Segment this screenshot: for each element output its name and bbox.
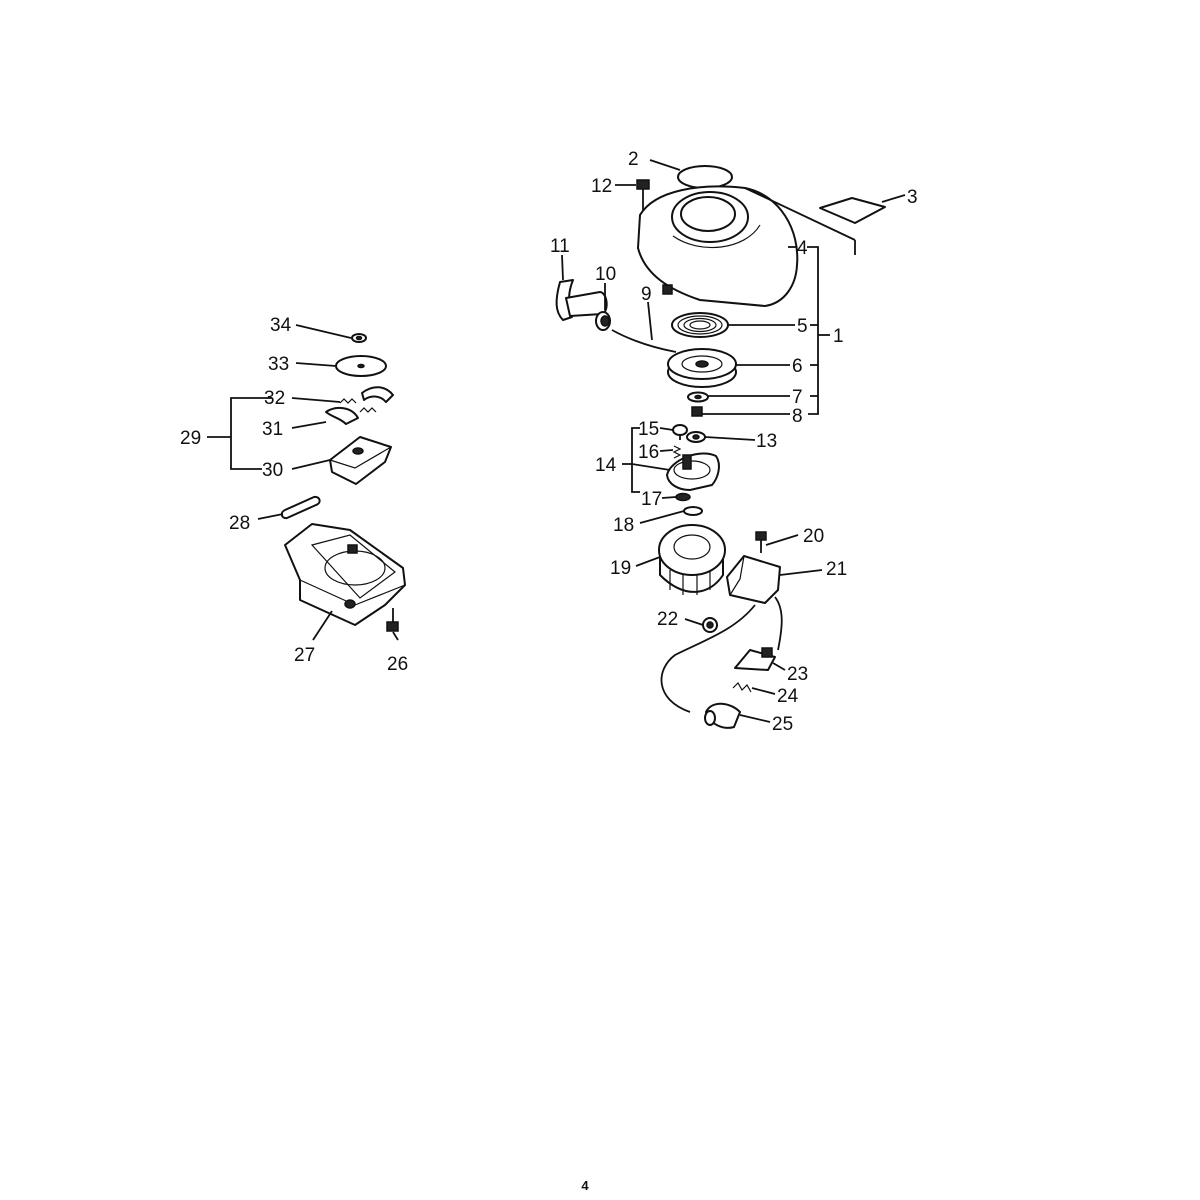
part-2-cap — [677, 165, 733, 189]
callout-labels: 1 2 3 4 5 6 7 8 9 10 11 12 13 14 15 16 1… — [180, 149, 918, 735]
part-20-bolt — [755, 531, 767, 553]
part-5-recoil-spring — [671, 312, 729, 338]
part-3-decal — [819, 197, 886, 224]
part-8-screw — [691, 406, 703, 417]
label-5: 5 — [797, 316, 808, 337]
part-12-bolt — [636, 179, 650, 210]
label-6: 6 — [792, 356, 803, 377]
part-7-washer — [687, 391, 709, 403]
label-26: 26 — [387, 654, 408, 675]
label-22: 22 — [657, 609, 678, 630]
part-24-spring — [732, 682, 752, 693]
part-6-pulley — [667, 348, 737, 388]
label-27: 27 — [294, 645, 315, 666]
part-10-grommet — [595, 311, 611, 331]
label-7: 7 — [792, 387, 803, 408]
label-23: 23 — [787, 664, 808, 685]
part-21-ignition-coil — [726, 555, 783, 651]
part-28-gasket — [280, 495, 321, 520]
part-22-nut — [702, 617, 718, 633]
label-12: 12 — [591, 176, 612, 197]
part-4-starter-cover — [637, 185, 856, 307]
label-29: 29 — [180, 428, 201, 449]
part-13-nut — [686, 431, 706, 443]
label-18: 18 — [613, 515, 634, 536]
label-20: 20 — [803, 526, 824, 547]
label-21: 21 — [826, 559, 847, 580]
label-19: 19 — [610, 558, 631, 579]
part-30-clutch-boss — [329, 436, 392, 485]
part-31-clutch-shoe — [325, 386, 394, 425]
part-27-clutch-case — [284, 523, 406, 626]
label-33: 33 — [268, 354, 289, 375]
part-9-starter-rope — [611, 329, 677, 353]
part-17-washer — [675, 492, 691, 502]
label-11: 11 — [550, 236, 570, 257]
label-28: 28 — [229, 513, 250, 534]
label-24: 24 — [777, 686, 799, 707]
label-16: 16 — [638, 442, 659, 463]
label-14: 14 — [595, 455, 617, 476]
ignition-lead-wire — [660, 604, 756, 713]
label-17: 17 — [641, 489, 662, 510]
part-16-spring — [672, 445, 682, 459]
part-15-pawl — [672, 424, 688, 440]
part-25-plug-cap — [704, 702, 741, 729]
label-31: 31 — [262, 419, 283, 440]
leader-lines — [207, 159, 906, 723]
part-14-starter-pulley — [666, 452, 720, 491]
label-8: 8 — [792, 406, 803, 427]
label-13: 13 — [756, 431, 777, 452]
label-1: 1 — [833, 326, 844, 347]
part-26-screw — [386, 608, 399, 632]
part-23-spark-plug — [734, 647, 776, 671]
part-18-washer — [683, 506, 703, 516]
page-number: 4 — [581, 1178, 589, 1193]
label-15: 15 — [638, 419, 659, 440]
label-2: 2 — [628, 149, 639, 170]
label-25: 25 — [772, 714, 793, 735]
label-9: 9 — [641, 284, 652, 305]
part-34-nut — [351, 333, 367, 343]
label-30: 30 — [262, 460, 283, 481]
label-10: 10 — [595, 264, 616, 285]
part-32-clutch-spring — [339, 398, 377, 413]
part-19-flywheel — [658, 524, 726, 595]
label-34: 34 — [270, 315, 292, 336]
label-4: 4 — [797, 238, 808, 259]
part-33-washer-plate — [335, 355, 387, 377]
label-3: 3 — [907, 187, 918, 208]
label-32: 32 — [264, 388, 285, 409]
